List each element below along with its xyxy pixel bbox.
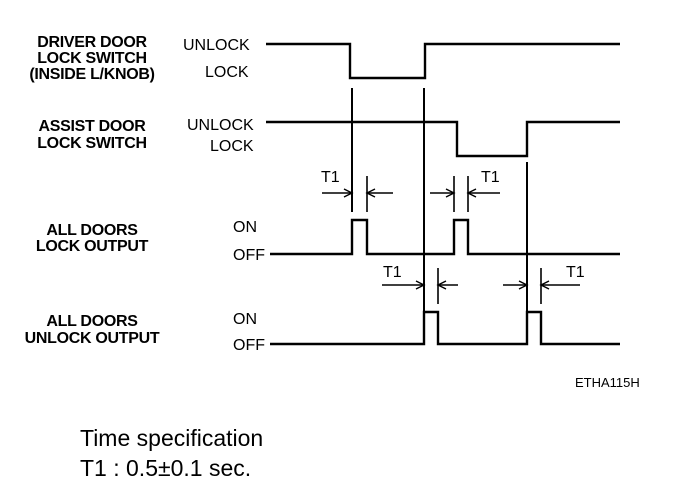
state-label-high: UNLOCK	[187, 117, 254, 134]
signal-assist-door-lock-switch: ASSIST DOOR LOCK SWITCH UNLOCK LOCK	[37, 117, 620, 158]
state-label-low: LOCK	[210, 138, 254, 155]
signal-name-line: LOCK SWITCH	[37, 50, 147, 67]
signal-name-line: UNLOCK OUTPUT	[25, 330, 160, 347]
state-label-low: OFF	[233, 337, 265, 354]
arrow-head-icon	[343, 188, 354, 198]
signal-driver-door-lock-switch: DRIVER DOOR LOCK SWITCH (INSIDE L/KNOB) …	[29, 34, 620, 83]
t1-marker-unlock-driver: T1	[382, 264, 458, 304]
state-label-high: ON	[233, 311, 257, 328]
arrow-head-icon	[436, 280, 447, 290]
spec-title: Time specification	[80, 425, 264, 451]
arrow-head-icon	[466, 188, 477, 198]
waveform	[266, 42, 620, 80]
arrow-head-icon	[518, 280, 529, 290]
arrow-head-icon	[415, 280, 426, 290]
t1-label: T1	[566, 264, 585, 281]
t1-marker-lock-driver: T1	[321, 169, 393, 212]
signal-name-line: (INSIDE L/KNOB)	[29, 66, 154, 83]
t1-marker-unlock-assist: T1	[503, 264, 585, 304]
waveform	[270, 218, 620, 256]
signal-name-line: ALL DOORS	[46, 222, 138, 239]
state-label-high: UNLOCK	[183, 37, 250, 54]
t1-label: T1	[383, 264, 402, 281]
t1-marker-lock-assist: T1	[430, 169, 500, 212]
state-label-low: OFF	[233, 247, 265, 264]
signal-name-line: LOCK SWITCH	[37, 135, 147, 152]
arrow-head-icon	[445, 188, 456, 198]
t1-label: T1	[321, 169, 340, 186]
arrow-head-icon	[539, 280, 550, 290]
signal-name-line: ASSIST DOOR	[39, 118, 147, 135]
signal-name-line: DRIVER DOOR	[37, 34, 147, 51]
waveform	[266, 120, 620, 158]
state-label-high: ON	[233, 219, 257, 236]
state-label-low: LOCK	[205, 64, 249, 81]
spec-value: T1 : 0.5±0.1 sec.	[80, 455, 252, 481]
figure-code: ETHA115H	[575, 375, 640, 390]
arrow-head-icon	[365, 188, 376, 198]
waveform	[270, 310, 620, 346]
signal-all-doors-lock-output: ALL DOORS LOCK OUTPUT ON OFF	[36, 218, 620, 264]
signal-all-doors-unlock-output: ALL DOORS UNLOCK OUTPUT ON OFF	[25, 310, 620, 354]
t1-label: T1	[481, 169, 500, 186]
signal-name-line: LOCK OUTPUT	[36, 238, 149, 255]
signal-name-line: ALL DOORS	[46, 313, 138, 330]
edge-guide-lines	[351, 88, 528, 312]
